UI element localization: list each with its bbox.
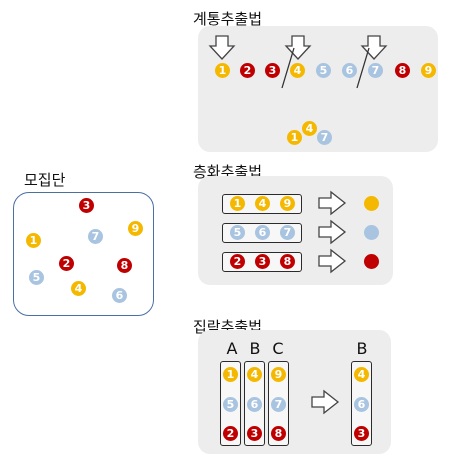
cluster-a-ball-5: 5 bbox=[223, 397, 238, 412]
cluster-c-ball-9: 9 bbox=[271, 367, 286, 382]
right-arrow-icon bbox=[311, 389, 340, 415]
stratum-yellow-ball-1: 1 bbox=[230, 196, 245, 211]
stratum-blue-ball-6: 6 bbox=[255, 225, 270, 240]
stratum-blue-sample-dot bbox=[364, 225, 379, 240]
population-ball-7: 7 bbox=[88, 229, 103, 244]
cluster-b-ball-6: 6 bbox=[247, 397, 262, 412]
stratum-yellow-ball-9: 9 bbox=[280, 196, 295, 211]
down-arrow-icon bbox=[284, 35, 312, 60]
cluster-a-ball-1: 1 bbox=[223, 367, 238, 382]
right-arrow-icon bbox=[318, 190, 347, 216]
systematic-ball-9: 9 bbox=[421, 63, 436, 78]
stratum-red-ball-3: 3 bbox=[255, 254, 270, 269]
selected-cluster-ball-4: 4 bbox=[354, 367, 369, 382]
systematic-panel bbox=[198, 26, 438, 152]
cluster-b-ball-3: 3 bbox=[247, 426, 262, 441]
stratum-red-sample-dot bbox=[364, 254, 379, 269]
population-title: 모집단 bbox=[24, 171, 66, 189]
population-ball-9: 9 bbox=[128, 221, 143, 236]
right-arrow-icon bbox=[318, 219, 347, 245]
stratum-red-ball-2: 2 bbox=[230, 254, 245, 269]
systematic-sample-ball-1: 1 bbox=[287, 130, 302, 145]
stratum-blue-ball-5: 5 bbox=[230, 225, 245, 240]
stratum-red-ball-8: 8 bbox=[280, 254, 295, 269]
right-arrow-icon bbox=[318, 248, 347, 274]
systematic-ball-5: 5 bbox=[316, 63, 331, 78]
cluster-selected-label: B bbox=[356, 339, 368, 358]
selected-cluster-ball-3: 3 bbox=[354, 426, 369, 441]
systematic-ball-7: 7 bbox=[368, 63, 383, 78]
population-ball-5: 5 bbox=[29, 270, 44, 285]
cluster-c-ball-7: 7 bbox=[271, 397, 286, 412]
population-ball-1: 1 bbox=[26, 233, 41, 248]
down-arrow-icon bbox=[208, 35, 236, 60]
systematic-sample-ball-4: 4 bbox=[302, 121, 317, 136]
systematic-ball-8: 8 bbox=[395, 63, 410, 78]
stratum-yellow-sample-dot bbox=[364, 196, 379, 211]
selected-cluster-ball-6: 6 bbox=[354, 397, 369, 412]
cluster-label-c: C bbox=[272, 339, 284, 358]
population-ball-8: 8 bbox=[117, 258, 132, 273]
systematic-sample-ball-7: 7 bbox=[317, 130, 332, 145]
population-ball-3: 3 bbox=[79, 198, 94, 213]
systematic-ball-4: 4 bbox=[290, 63, 305, 78]
separator-line bbox=[356, 47, 370, 89]
population-ball-6: 6 bbox=[112, 288, 127, 303]
stratum-yellow-ball-4: 4 bbox=[255, 196, 270, 211]
cluster-a-ball-2: 2 bbox=[223, 426, 238, 441]
systematic-ball-1: 1 bbox=[215, 63, 230, 78]
down-arrow-icon bbox=[360, 35, 388, 60]
systematic-sampling-title: 계통추출법 bbox=[193, 10, 263, 28]
systematic-ball-6: 6 bbox=[342, 63, 357, 78]
separator-line bbox=[281, 47, 295, 89]
cluster-b-ball-4: 4 bbox=[247, 367, 262, 382]
population-ball-4: 4 bbox=[71, 281, 86, 296]
systematic-ball-2: 2 bbox=[240, 63, 255, 78]
population-ball-2: 2 bbox=[59, 256, 74, 271]
cluster-c-ball-8: 8 bbox=[271, 426, 286, 441]
systematic-ball-3: 3 bbox=[265, 63, 280, 78]
cluster-label-b: B bbox=[249, 339, 261, 358]
stratum-blue-ball-7: 7 bbox=[280, 225, 295, 240]
cluster-label-a: A bbox=[226, 339, 238, 358]
